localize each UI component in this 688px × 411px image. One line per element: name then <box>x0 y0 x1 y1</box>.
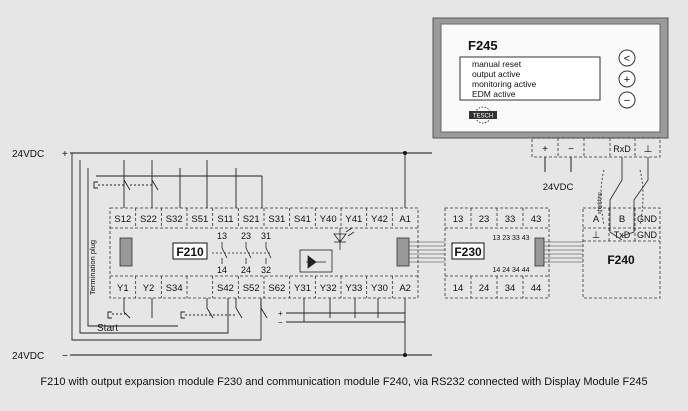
f210-title: F210 <box>176 245 204 259</box>
emergency-stop-switch <box>93 179 159 191</box>
chevron-left-icon[interactable]: < <box>618 49 636 67</box>
supply-top-label: 24VDC <box>12 149 44 160</box>
supply-bottom-label: 24VDC <box>12 351 44 362</box>
display-line-4: EDM active <box>472 89 516 99</box>
module-f230: 13 23 33 43 14 24 34 44 F230 13 23 33 43 14 24… <box>444 207 550 299</box>
module-f240: A B GND ⊥ TxD GND F240 <box>582 207 661 299</box>
display-line-3: monitoring active <box>472 79 537 89</box>
display-screen <box>459 56 601 101</box>
display-supply-label: 24VDC <box>543 182 574 193</box>
figure-caption: F210 with output expansion module F230 a… <box>40 376 648 388</box>
start-label: Start <box>97 323 118 334</box>
start-switch <box>107 298 153 319</box>
module-f210: S12 S22 S32 S51 S11 S21 S31 S41 Y40 Y41 Y42 A1 Y1 Y2… <box>88 207 419 299</box>
f210-contact-13: 13 <box>217 231 227 241</box>
f210-contact-14: 14 <box>217 265 227 275</box>
f210-contact-23: 23 <box>241 231 251 241</box>
f210-top-terminal-s32: S32 <box>166 214 183 225</box>
f210-contact-24: 24 <box>241 265 251 275</box>
f210-bottom-terminal-y33: Y33 <box>345 283 362 294</box>
f230-contact-bottom: 14 24 34 44 <box>493 267 530 274</box>
f230-contact-top: 13 23 33 43 <box>493 235 530 242</box>
f240-terminal-a: A <box>593 214 600 225</box>
f240-terminal-gnd-bottom: GND <box>637 230 658 240</box>
display-module-f245: F245 manual reset output active monitori… <box>432 17 669 139</box>
f240-title: F240 <box>607 253 635 267</box>
f230-bottom-terminal-14: 14 <box>453 283 464 294</box>
f210-contact-32: 32 <box>261 265 271 275</box>
f230-bottom-terminal-24: 24 <box>479 283 490 294</box>
f210-top-terminal-a1: A1 <box>399 214 411 225</box>
display-line-2: output active <box>472 69 520 79</box>
f210-bottom-terminal-y1: Y1 <box>117 283 129 294</box>
f210-termination-plug-block <box>119 237 133 267</box>
display-terminal-strip: + − RxD ⊥ 24VDC shielding <box>531 137 661 214</box>
termination-plug-label: Termination plug <box>88 240 97 295</box>
display-terminal-ground: ⊥ <box>644 144 653 155</box>
display-terminal-rxd: RxD <box>613 144 631 154</box>
svg-text:−: − <box>278 318 283 327</box>
f210-top-terminal-s12: S12 <box>114 214 131 225</box>
module-bus-lines <box>409 241 583 263</box>
f210-bottom-terminal-y2: Y2 <box>143 283 155 294</box>
supply-bottom-sign: − <box>62 351 68 362</box>
svg-text:<: < <box>624 53 630 65</box>
f210-transistor-output <box>299 227 355 273</box>
f210-bottom-terminal-s34: S34 <box>166 283 183 294</box>
f210-top-terminal-s21: S21 <box>243 214 260 225</box>
display-title: F245 <box>468 38 498 53</box>
f210-top-terminal-y41: Y41 <box>345 214 362 225</box>
f210-bottom-terminal-y31: Y31 <box>294 283 311 294</box>
f240-terminal-txd: TxD <box>614 230 631 240</box>
f210-top-terminal-s22: S22 <box>140 214 157 225</box>
display-line-1: manual reset <box>472 59 522 69</box>
f230-top-terminal-43: 43 <box>531 214 542 225</box>
f210-bottom-terminal-a2: A2 <box>399 283 411 294</box>
rs232-cable <box>600 157 649 241</box>
f210-contact-31: 31 <box>261 231 271 241</box>
f210-connector-block <box>396 237 410 267</box>
f210-top-terminal-y40: Y40 <box>320 214 337 225</box>
f230-top-terminal-23: 23 <box>479 214 490 225</box>
minus-icon[interactable]: − <box>618 91 636 109</box>
external-wiring <box>71 153 406 355</box>
feedback-switches <box>180 298 268 319</box>
f230-bottom-terminal-34: 34 <box>505 283 516 294</box>
svg-text:+: + <box>278 309 283 318</box>
tesch-logo: TESCH <box>469 106 497 124</box>
f210-relay-contacts <box>212 242 272 264</box>
supply-top-sign: + <box>62 149 68 160</box>
plus-icon[interactable]: + <box>618 70 636 88</box>
svg-text:−: − <box>624 95 630 107</box>
f230-top-terminal-33: 33 <box>505 214 516 225</box>
f240-terminal-b: B <box>619 214 625 225</box>
f230-title: F230 <box>454 245 482 259</box>
f230-top-terminal-13: 13 <box>453 214 464 225</box>
f210-top-terminal-s51: S51 <box>191 214 208 225</box>
f240-terminal-ground: ⊥ <box>592 230 600 241</box>
svg-text:+: + <box>624 74 630 86</box>
f210-bottom-terminal-y32: Y32 <box>320 283 337 294</box>
power-rails: 24VDC + 24VDC − <box>12 149 432 362</box>
f210-bottom-terminal-s62: S62 <box>268 283 285 294</box>
display-terminal-plus: + <box>542 144 548 155</box>
f230-bottom-terminal-44: 44 <box>531 283 542 294</box>
f210-top-terminal-s31: S31 <box>268 214 285 225</box>
shielding-label: shielding <box>597 192 603 214</box>
f210-bottom-terminal-s42: S42 <box>217 283 234 294</box>
f210-top-terminal-s11: S11 <box>217 214 233 225</box>
f240-terminal-gnd-top: GND <box>637 214 658 224</box>
svg-text:TESCH: TESCH <box>473 114 493 120</box>
f210-top-terminal-s41: S41 <box>294 214 311 225</box>
display-terminal-minus: − <box>568 144 574 155</box>
f210-bottom-terminal-s52: S52 <box>243 283 260 294</box>
f210-bottom-terminal-y30: Y30 <box>371 283 388 294</box>
f210-top-terminal-y42: Y42 <box>371 214 388 225</box>
semiconductor-outputs: + − <box>278 298 405 327</box>
